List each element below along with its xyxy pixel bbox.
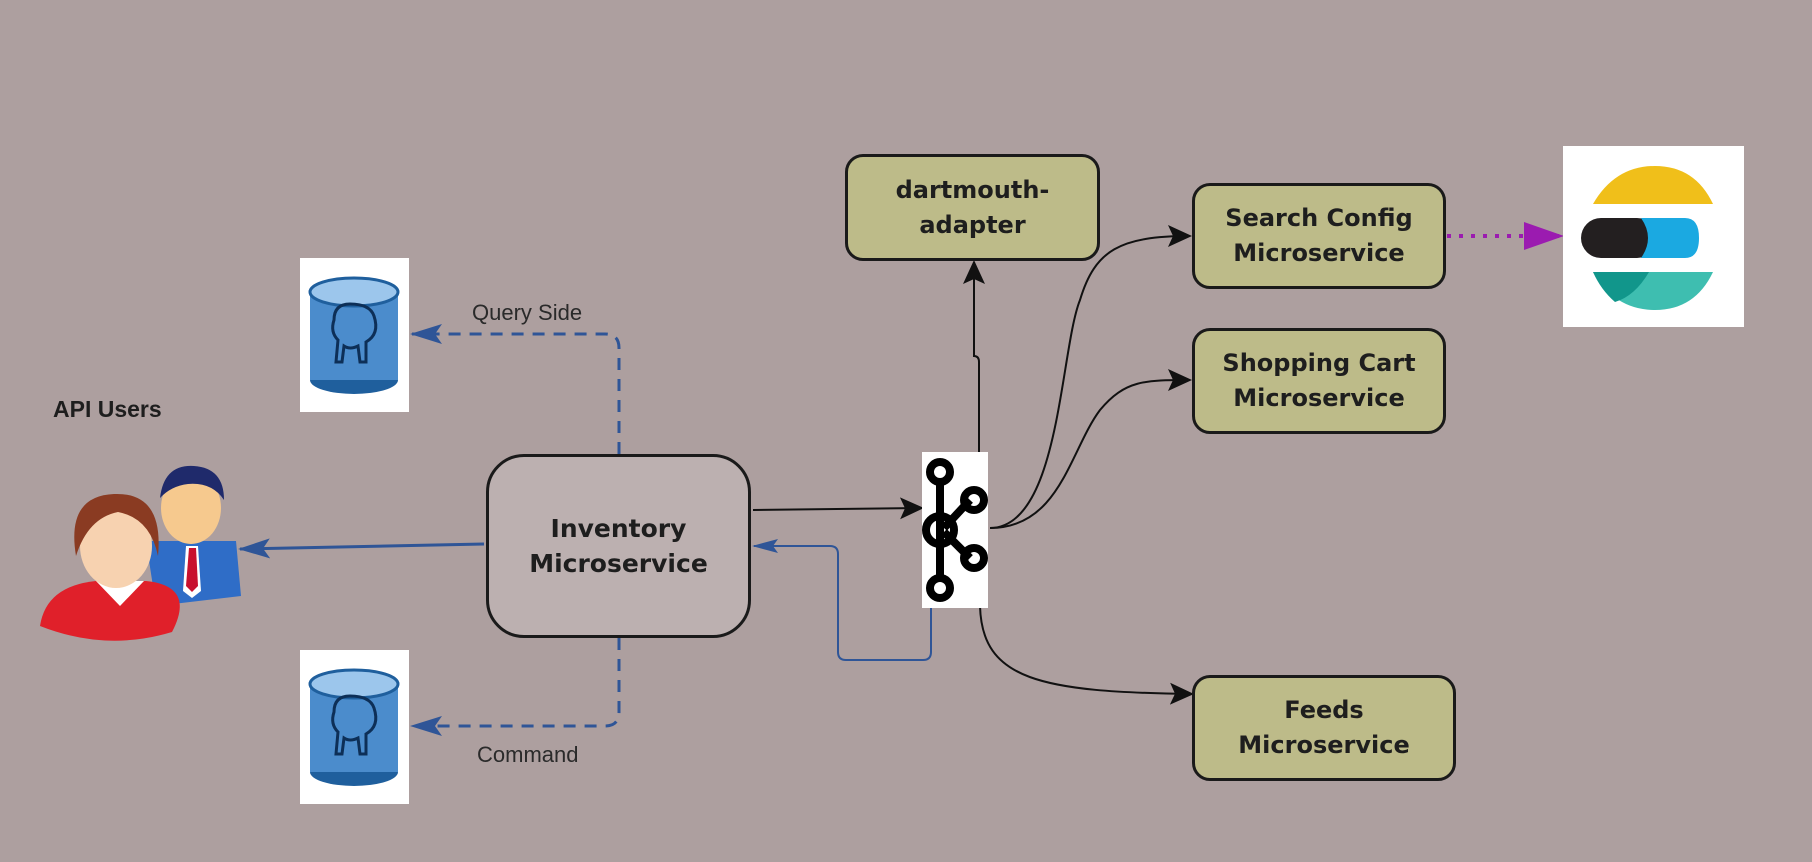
arrow-kafka-to-adapter (963, 260, 985, 452)
inventory-microservice[interactable]: Inventory Microservice (486, 454, 751, 638)
db-query-side (300, 258, 409, 412)
postgresql-icon (308, 276, 400, 394)
arrow-inventory-to-users (238, 538, 485, 559)
api-users-icon (40, 465, 241, 641)
search-config-microservice[interactable]: Search Config Microservice (1192, 183, 1446, 289)
arrow-command (410, 638, 621, 736)
elasticsearch-tile (1563, 146, 1744, 327)
arrow-kafka-to-feeds (979, 605, 1194, 705)
kafka-icon (922, 458, 988, 602)
arrow-kafka-to-search-config (989, 225, 1192, 529)
arrow-query-side (410, 324, 621, 454)
shopping-cart-microservice[interactable]: Shopping Cart Microservice (1192, 328, 1446, 434)
command-label: Command (477, 742, 579, 767)
inventory-microservice-label: Inventory Microservice (529, 514, 708, 578)
dartmouth-adapter-node[interactable]: dartmouth-adapter (845, 154, 1100, 261)
search-config-label: Search Config Microservice (1225, 204, 1413, 267)
db-command-side (300, 650, 409, 804)
arrow-kafka-to-shopping-cart (989, 369, 1192, 529)
arrow-inventory-to-kafka (752, 497, 924, 520)
query-side-label: Query Side (472, 300, 583, 325)
feeds-label: Feeds Microservice (1238, 696, 1410, 759)
shopping-cart-label: Shopping Cart Microservice (1222, 349, 1416, 412)
postgresql-icon (308, 668, 400, 786)
feeds-microservice[interactable]: Feeds Microservice (1192, 675, 1456, 781)
elasticsearch-icon (1581, 166, 1713, 310)
kafka-broker (922, 452, 988, 608)
api-users-title: API Users (53, 396, 162, 422)
arrow-kafka-to-inventory (752, 539, 932, 661)
dartmouth-adapter-label: dartmouth-adapter (895, 175, 1050, 239)
